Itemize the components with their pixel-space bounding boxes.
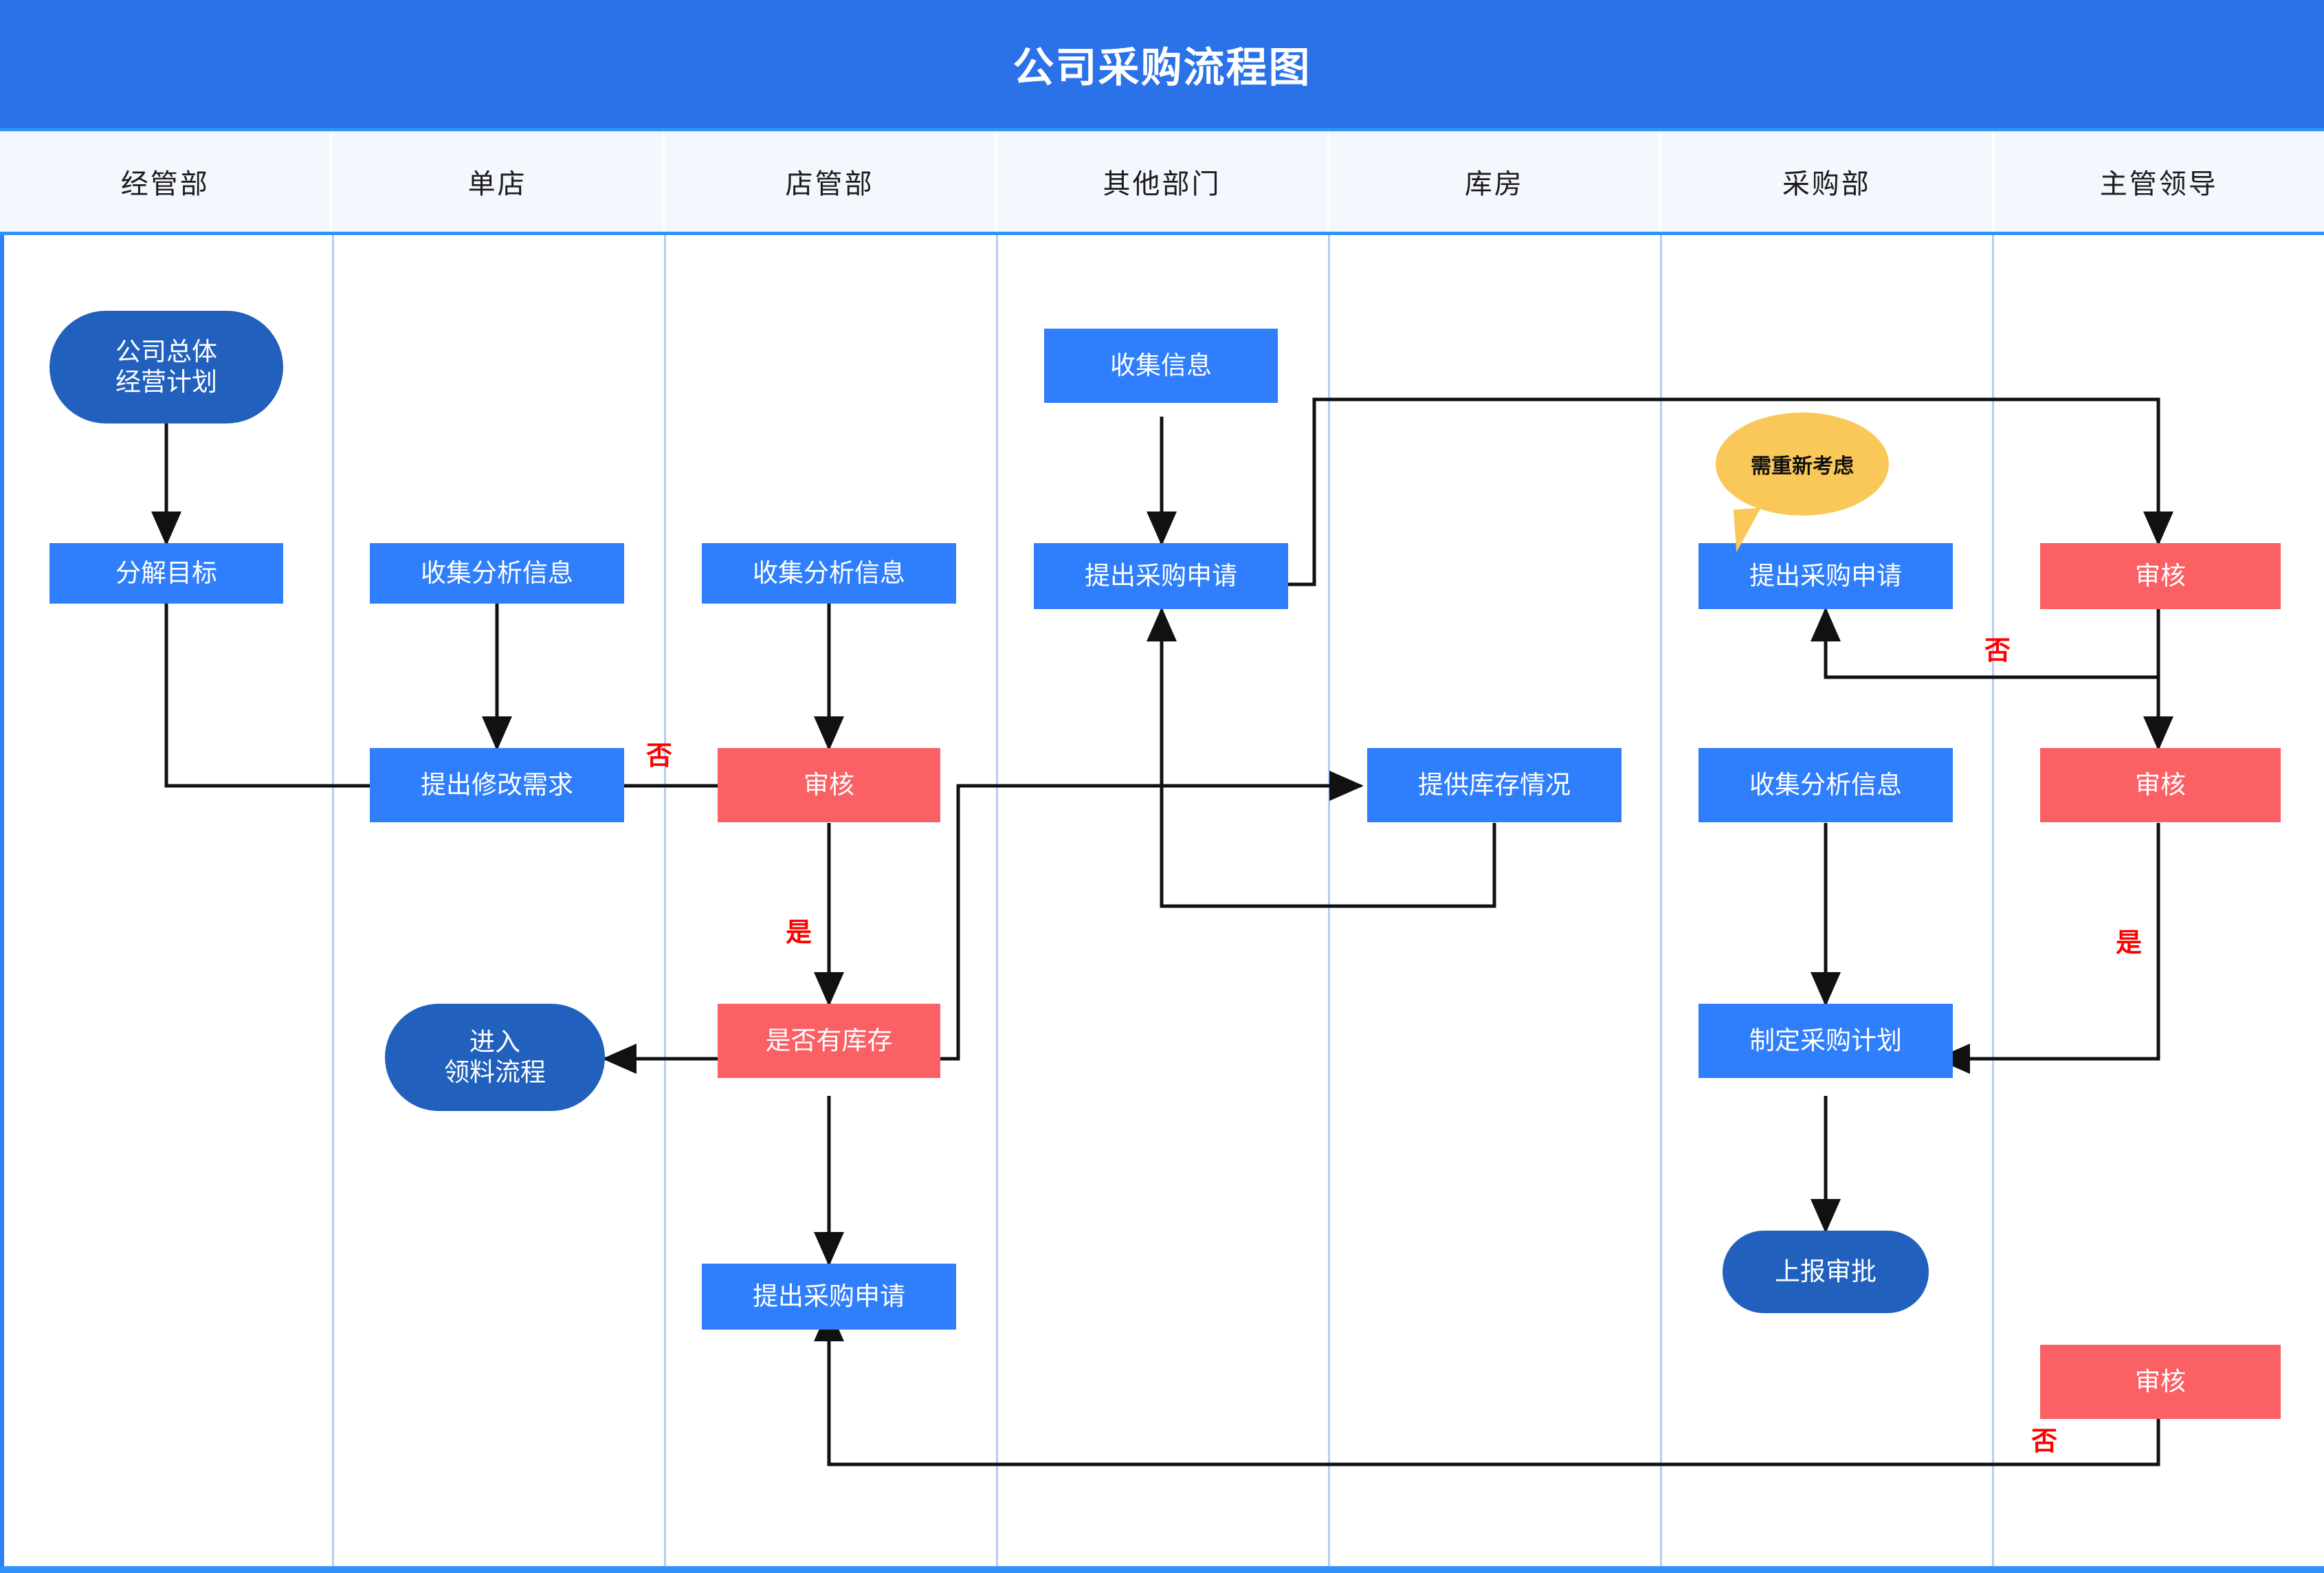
chart-title-bar: 公司采购流程图 xyxy=(0,0,2324,128)
callout-label: 需重新考虑 xyxy=(1751,455,1854,478)
node-breakdown-goal[interactable]: 分解目标 xyxy=(49,543,283,604)
node-label: 公司总体 经营计划 xyxy=(115,338,217,396)
edge-label-no-1: 否 xyxy=(646,742,673,771)
lane-divider-3 xyxy=(996,235,998,1570)
node-purchase-request-3[interactable]: 提出采购申请 xyxy=(1698,543,1953,609)
node-review-1[interactable]: 审核 xyxy=(718,748,940,822)
lane-label: 采购部 xyxy=(1782,168,1871,199)
lane-label: 主管领导 xyxy=(2099,168,2218,199)
node-submit-approval[interactable]: 上报审批 xyxy=(1723,1231,1929,1313)
node-label: 审核 xyxy=(2135,562,2186,591)
left-rail xyxy=(0,235,4,1573)
node-company-plan[interactable]: 公司总体 经营计划 xyxy=(49,311,283,424)
lane-header-qitabumen: 其他部门 xyxy=(997,131,1329,232)
node-review-4[interactable]: 审核 xyxy=(2040,1345,2281,1419)
lane-label: 库房 xyxy=(1464,168,1524,199)
node-label: 收集分析信息 xyxy=(421,559,573,588)
node-label: 收集分析信息 xyxy=(1749,771,1902,800)
node-label: 审核 xyxy=(2135,1367,2186,1396)
node-label: 收集信息 xyxy=(1110,351,1212,380)
node-collect-analyze-1[interactable]: 收集分析信息 xyxy=(370,543,624,604)
lane-body xyxy=(0,235,2324,1570)
node-purchase-request-1[interactable]: 提出采购申请 xyxy=(702,1264,956,1330)
bottom-rule xyxy=(0,1566,2324,1573)
node-label: 提出采购申请 xyxy=(1085,562,1237,591)
node-label: 审核 xyxy=(804,771,854,800)
node-collect-info[interactable]: 收集信息 xyxy=(1044,329,1278,403)
node-collect-analyze-2[interactable]: 收集分析信息 xyxy=(702,543,956,604)
node-label: 提出采购申请 xyxy=(753,1282,905,1311)
edge-label-yes-2: 是 xyxy=(2116,929,2143,958)
lane-label: 经管部 xyxy=(120,168,210,199)
node-label: 是否有库存 xyxy=(765,1026,893,1055)
lane-label: 其他部门 xyxy=(1103,168,1221,199)
lane-header-jinguanbu: 经管部 xyxy=(0,131,333,232)
node-purchase-request-2[interactable]: 提出采购申请 xyxy=(1034,543,1288,609)
lane-header-zhuguan: 主管领导 xyxy=(1994,131,2324,232)
node-modify-request[interactable]: 提出修改需求 xyxy=(370,748,624,822)
node-label: 审核 xyxy=(2135,771,2186,800)
lane-divider-1 xyxy=(332,235,334,1570)
lane-divider-group xyxy=(0,235,2324,1570)
edge-label-yes-1: 是 xyxy=(786,918,812,947)
node-label: 提供库存情况 xyxy=(1418,771,1571,800)
lane-label: 店管部 xyxy=(785,168,874,199)
lane-divider-4 xyxy=(1328,235,1330,1570)
node-review-2[interactable]: 审核 xyxy=(2040,543,2281,609)
node-enter-picking[interactable]: 进入 领料流程 xyxy=(385,1004,605,1111)
node-label: 分解目标 xyxy=(115,559,217,588)
lane-divider-2 xyxy=(664,235,666,1570)
node-provide-stock[interactable]: 提供库存情况 xyxy=(1367,748,1622,822)
lane-header-row: 经管部 单店 店管部 其他部门 库房 采购部 主管领导 xyxy=(0,128,2324,235)
lane-header-dianguanbu: 店管部 xyxy=(665,131,997,232)
lane-label: 单店 xyxy=(467,168,527,199)
node-has-stock[interactable]: 是否有库存 xyxy=(718,1004,940,1078)
node-make-plan[interactable]: 制定采购计划 xyxy=(1698,1004,1953,1078)
node-label: 上报审批 xyxy=(1775,1257,1877,1286)
lane-header-dandian: 单店 xyxy=(332,131,665,232)
edge-label-no-2: 否 xyxy=(1984,637,2011,666)
node-label: 制定采购计划 xyxy=(1749,1026,1902,1055)
page-title: 公司采购流程图 xyxy=(1012,44,1312,91)
edge-label-no-3: 否 xyxy=(2031,1427,2058,1456)
node-review-3[interactable]: 审核 xyxy=(2040,748,2281,822)
node-label: 提出修改需求 xyxy=(421,771,573,800)
lane-header-caigoubu: 采购部 xyxy=(1661,131,1994,232)
lane-divider-5 xyxy=(1660,235,1662,1570)
callout-reconsider: 需重新考虑 xyxy=(1716,412,1889,516)
node-label: 收集分析信息 xyxy=(753,559,905,588)
lane-divider-6 xyxy=(1992,235,1994,1570)
node-label: 进入 领料流程 xyxy=(444,1028,546,1086)
node-collect-analyze-3[interactable]: 收集分析信息 xyxy=(1698,748,1953,822)
node-label: 提出采购申请 xyxy=(1749,562,1902,591)
lane-header-kufang: 库房 xyxy=(1329,131,1662,232)
